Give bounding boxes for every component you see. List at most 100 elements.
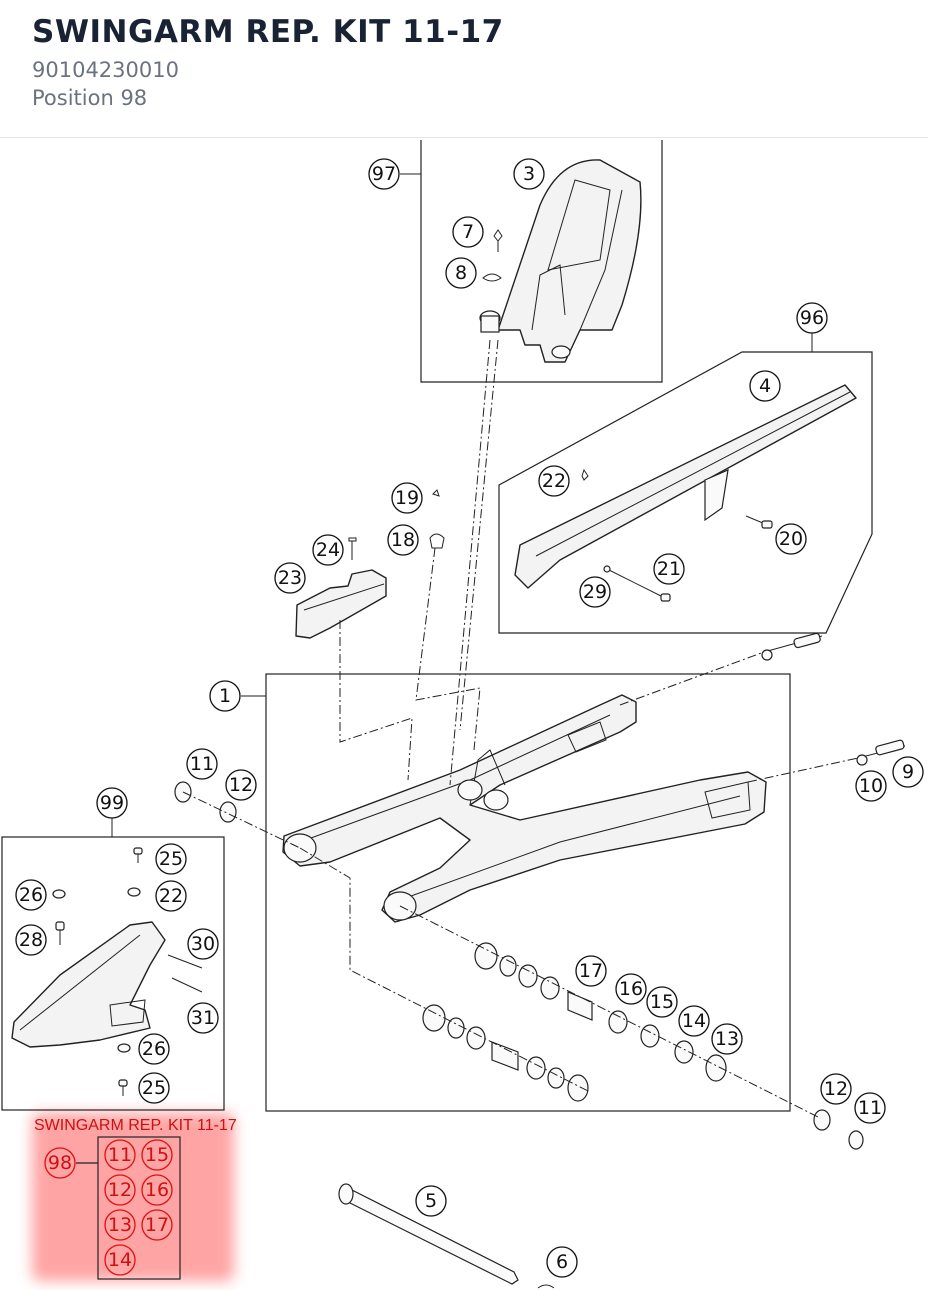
kit-item-callout-17[interactable]: 17 xyxy=(141,1209,173,1241)
kit-callout-circle xyxy=(141,1174,173,1206)
kit-item-callout-13[interactable]: 13 xyxy=(104,1209,136,1241)
callout-circle xyxy=(155,843,187,875)
callout-circle xyxy=(749,370,781,402)
callout-number: 29 xyxy=(583,581,607,603)
kit-callout-circle xyxy=(44,1147,76,1179)
callout-circle xyxy=(187,1002,219,1034)
callout-26[interactable]: 26 xyxy=(15,879,47,911)
callout-22[interactable]: 22 xyxy=(538,465,570,497)
callout-3[interactable]: 3 xyxy=(513,158,545,190)
kit-item-callout-15[interactable]: 15 xyxy=(141,1139,173,1171)
callout-6[interactable]: 6 xyxy=(546,1246,578,1278)
callout-31[interactable]: 31 xyxy=(187,1002,219,1034)
callout-number: 25 xyxy=(159,848,183,870)
callout-9[interactable]: 9 xyxy=(892,756,924,788)
callout-99[interactable]: 99 xyxy=(96,787,128,819)
kit-item-callout-14[interactable]: 14 xyxy=(104,1244,136,1276)
callout-number: 26 xyxy=(19,884,43,906)
callout-14[interactable]: 14 xyxy=(678,1005,710,1037)
callout-11[interactable]: 11 xyxy=(186,748,218,780)
kit-callout-number: 11 xyxy=(108,1144,132,1166)
callout-number: 16 xyxy=(619,978,643,1000)
callout-8[interactable]: 8 xyxy=(445,257,477,289)
kit-callout-circle xyxy=(104,1139,136,1171)
callout-circle xyxy=(391,482,423,514)
callout-5[interactable]: 5 xyxy=(415,1185,447,1217)
callout-number: 3 xyxy=(523,163,535,185)
callout-97[interactable]: 97 xyxy=(368,158,400,190)
callout-circle xyxy=(575,955,607,987)
callout-number: 1 xyxy=(219,685,231,707)
position-label: Position 98 xyxy=(32,86,148,110)
callout-11[interactable]: 11 xyxy=(854,1092,886,1124)
callout-circle xyxy=(225,769,257,801)
chain-slider xyxy=(514,384,857,602)
callout-21[interactable]: 21 xyxy=(653,553,685,585)
chain-guard xyxy=(479,159,642,363)
callout-number: 19 xyxy=(395,487,419,509)
callout-number: 22 xyxy=(159,885,183,907)
swingarm-axle xyxy=(338,1183,555,1289)
kit-item-callout-12[interactable]: 12 xyxy=(104,1174,136,1206)
callout-number: 25 xyxy=(142,1077,166,1099)
callout-number: 8 xyxy=(455,262,467,284)
callout-number: 21 xyxy=(657,558,681,580)
callout-number: 12 xyxy=(824,1078,848,1100)
callout-15[interactable]: 15 xyxy=(646,986,678,1018)
callout-96[interactable]: 96 xyxy=(796,302,828,334)
callout-23[interactable]: 23 xyxy=(274,562,306,594)
callout-number: 10 xyxy=(859,775,883,797)
callout-18[interactable]: 18 xyxy=(387,524,419,556)
part-number: 90104230010 xyxy=(32,58,179,82)
callout-number: 11 xyxy=(858,1097,882,1119)
callout-16[interactable]: 16 xyxy=(615,973,647,1005)
kit-callout-circle xyxy=(141,1209,173,1241)
callout-12[interactable]: 12 xyxy=(225,769,257,801)
callout-circle xyxy=(138,1033,170,1065)
exploded-parts-diagram: SWINGARM REP. KIT 11-17 9811151216131714… xyxy=(1,140,924,1289)
callout-25[interactable]: 25 xyxy=(138,1072,170,1104)
kit-group-callout-98[interactable]: 98 xyxy=(44,1147,76,1179)
callout-13[interactable]: 13 xyxy=(711,1023,743,1055)
callout-24[interactable]: 24 xyxy=(312,534,344,566)
chain-guard-kit-99 xyxy=(11,847,203,1096)
callout-circle xyxy=(579,576,611,608)
callout-number: 26 xyxy=(142,1038,166,1060)
callout-number: 13 xyxy=(715,1028,739,1050)
callout-28[interactable]: 28 xyxy=(15,924,47,956)
kit-item-callout-16[interactable]: 16 xyxy=(141,1174,173,1206)
callout-20[interactable]: 20 xyxy=(775,523,807,555)
kit-item-callout-11[interactable]: 11 xyxy=(104,1139,136,1171)
callout-number: 9 xyxy=(902,761,914,783)
callout-26[interactable]: 26 xyxy=(138,1033,170,1065)
callout-7[interactable]: 7 xyxy=(452,216,484,248)
callout-circle xyxy=(892,756,924,788)
assembly-lines xyxy=(182,339,859,1119)
callout-22[interactable]: 22 xyxy=(155,880,187,912)
callout-1[interactable]: 1 xyxy=(209,680,241,712)
callout-number: 7 xyxy=(462,221,474,243)
callout-number: 14 xyxy=(682,1010,706,1032)
callout-number: 31 xyxy=(191,1007,215,1029)
callout-17[interactable]: 17 xyxy=(575,955,607,987)
callout-25[interactable]: 25 xyxy=(155,843,187,875)
callout-30[interactable]: 30 xyxy=(187,928,219,960)
callout-19[interactable]: 19 xyxy=(391,482,423,514)
callout-29[interactable]: 29 xyxy=(579,576,611,608)
callout-circle xyxy=(615,973,647,1005)
kit-callout-circle xyxy=(141,1139,173,1171)
callout-number: 28 xyxy=(19,929,43,951)
kit-callout-number: 17 xyxy=(145,1214,169,1236)
callout-circle xyxy=(653,553,685,585)
callout-4[interactable]: 4 xyxy=(749,370,781,402)
callout-circle xyxy=(186,748,218,780)
callout-circle xyxy=(187,928,219,960)
callout-12[interactable]: 12 xyxy=(820,1073,852,1105)
page-title: SWINGARM REP. KIT 11-17 xyxy=(32,14,504,50)
group-boxes xyxy=(1,140,873,1112)
callout-10[interactable]: 10 xyxy=(855,770,887,802)
callout-circle xyxy=(538,465,570,497)
callout-circle xyxy=(796,302,828,334)
callout-number: 12 xyxy=(229,774,253,796)
